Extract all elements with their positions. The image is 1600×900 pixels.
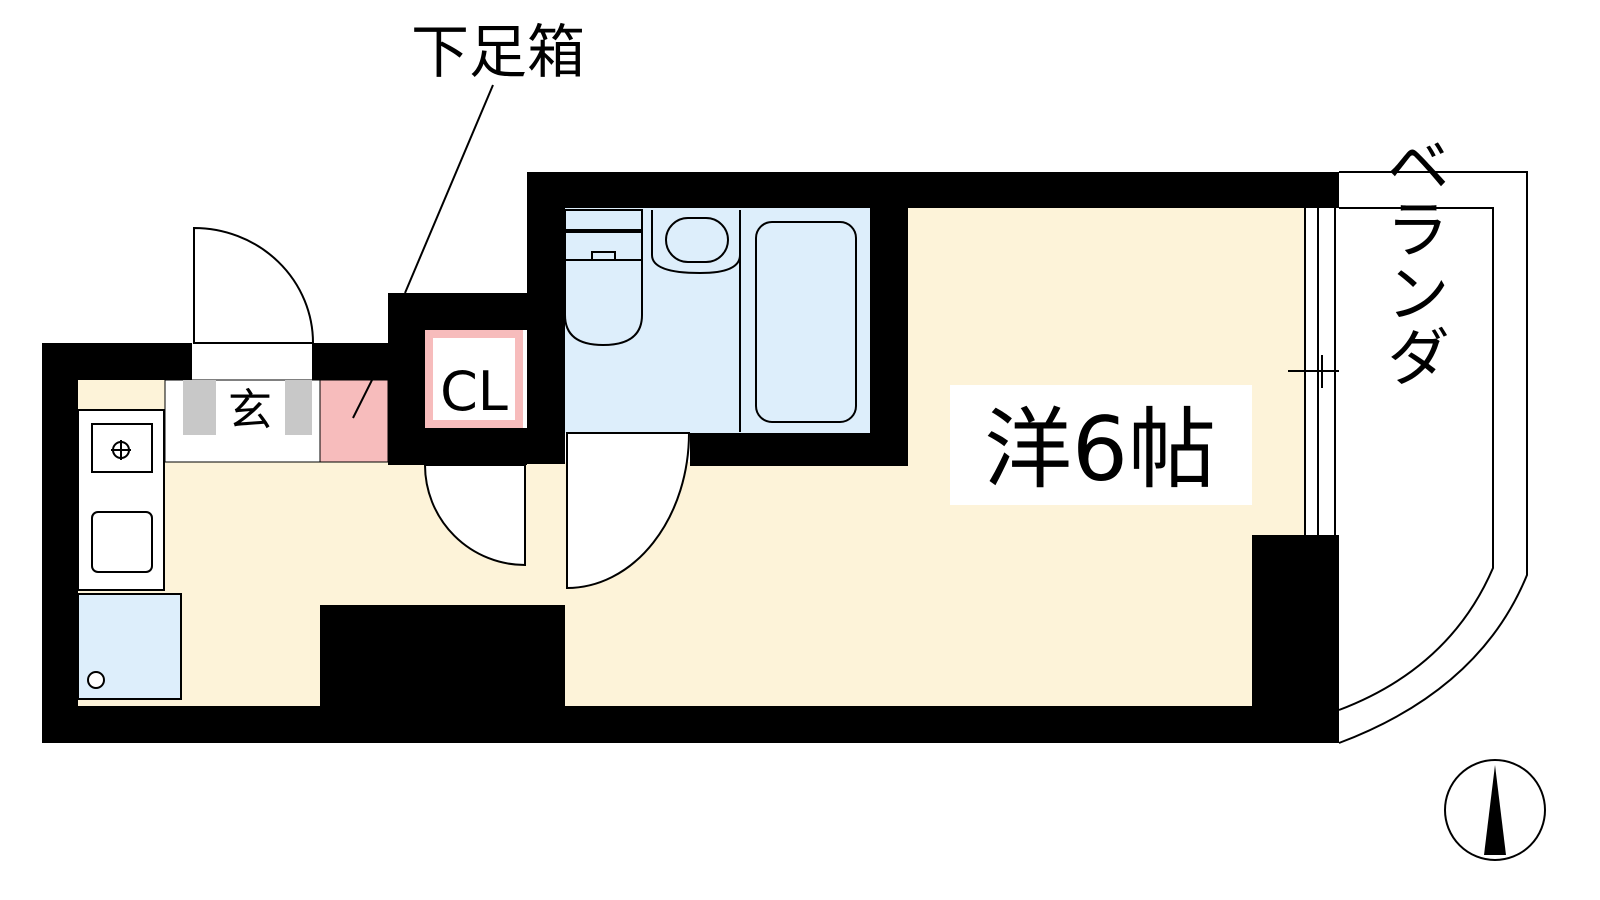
north-arrow-icon [1444,759,1546,861]
entrance-step-right [285,380,312,435]
veranda-outline [1338,171,1528,744]
shoe-box-label: 下足箱 [411,18,585,86]
shoe-box-leader [404,84,494,294]
closet-label: CL [440,360,508,423]
room-label-bg [950,385,1252,505]
bathtub [755,221,857,423]
veranda-inner [1338,207,1494,711]
sink [651,210,741,275]
toilet [564,209,643,347]
gas-stove-icon [111,440,131,460]
room-floor [78,208,1305,710]
walls [42,172,1339,743]
entrance-step-left [183,380,216,435]
entrance-label: 玄 [228,385,272,436]
veranda-label: ベランダ [1375,132,1449,388]
closet-inner [433,338,515,420]
room-label: 洋6帖 [984,398,1216,501]
shoe-box-leader-tail [352,379,373,419]
kitchen-sink [91,511,153,573]
doors [193,226,691,590]
drain [87,671,105,689]
shoe-box [319,379,389,463]
